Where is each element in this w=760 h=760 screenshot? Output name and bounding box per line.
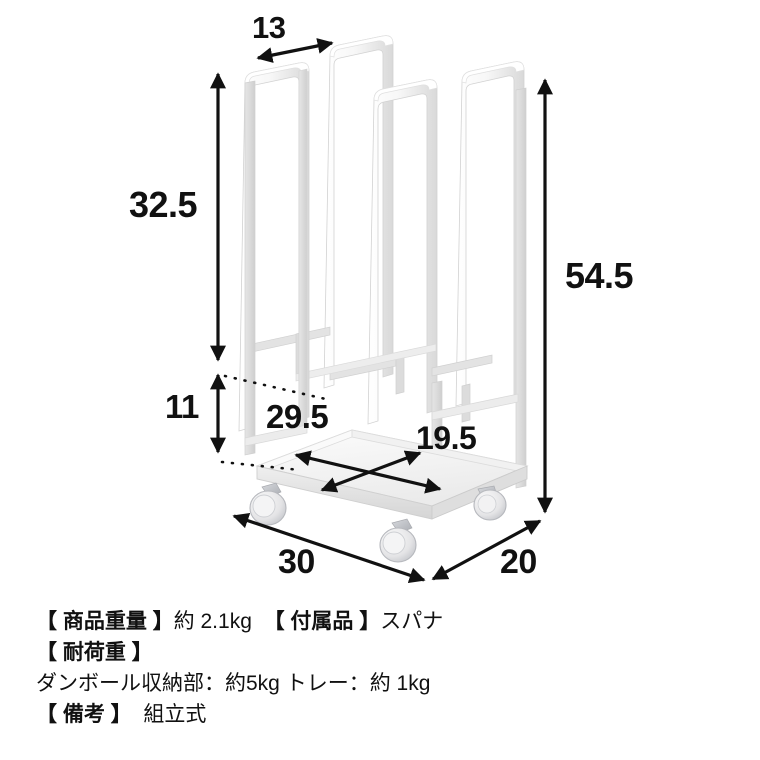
diagram-svg [210,35,553,583]
dim-label-19-5: 19.5 [416,420,477,456]
divider-connecting-rails [251,326,493,423]
dim-label-30: 30 [278,543,315,581]
dim-arrow-19-5 [320,450,422,493]
outer-frame-legs [244,68,527,489]
dim-arrow-30 [232,513,426,583]
specification-text-block: 【 商品重量 】約 2.1kg 【 付属品 】スパナ 【 耐荷重 】 ダンボール… [36,606,736,730]
caster-right [473,485,507,521]
caster-front-center [379,518,417,563]
spec-line-weight: 【 商品重量 】約 2.1kg 【 付属品 】スパナ [36,606,736,637]
spec-line-note: 【 備考 】 組立式 [36,699,736,730]
dim-label-11: 11 [165,388,199,425]
spec-value-capacity: ダンボール収納部：約5kg トレー：約 1kg [36,672,431,695]
dim-label-54-5: 54.5 [565,255,634,296]
dimension-diagram: 13 32.5 11 54.5 29.5 19.5 30 20 [129,10,634,583]
divider-frame-2 [323,35,394,389]
dim-label-29-5: 29.5 [266,398,329,435]
spec-value-note: 組立式 [143,703,207,726]
product-illustration [238,35,529,563]
extension-leader-lines [220,374,332,472]
leader-lower [220,460,302,472]
leader-upper [223,374,332,402]
spec-label-accessory: 【 付属品 】 [263,610,381,633]
spec-label-capacity: 【 耐荷重 】 [36,641,153,664]
dim-arrow-13 [256,38,334,63]
dimension-lines [210,38,553,583]
spec-line-capacity-detail: ダンボール収納部：約5kg トレー：約 1kg [36,668,736,699]
spec-value-accessory: スパナ [380,610,444,633]
spec-label-weight: 【 商品重量 】 [36,610,174,633]
divider-frame-3 [367,79,438,425]
caster-front-left [249,482,287,526]
dim-label-20: 20 [500,543,537,581]
dim-label-32-5: 32.5 [129,184,198,225]
dim-arrow-20 [431,519,542,581]
spec-label-note: 【 備考 】 [36,703,132,726]
spec-line-capacity-header: 【 耐荷重 】 [36,637,736,668]
spec-value-weight: 約 2.1kg [173,610,252,633]
divider-frame-4 [455,61,525,407]
dim-label-13: 13 [252,10,286,45]
